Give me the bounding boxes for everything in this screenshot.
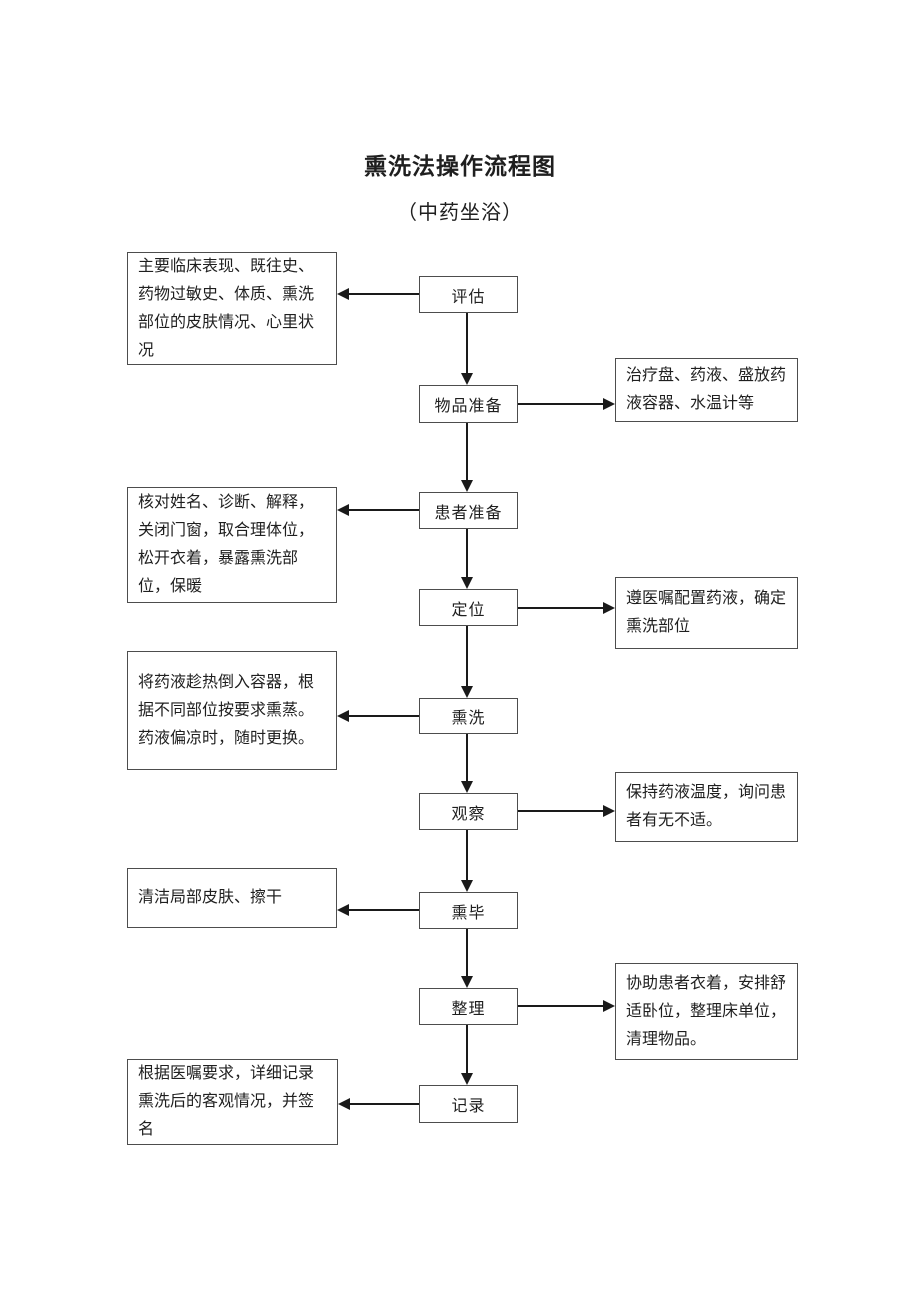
flow-step-tidy: 整理 (419, 988, 518, 1025)
connector-itemprep-patient (466, 423, 468, 481)
note-assess-details: 主要临床表现、既往史、药物过敏史、体质、熏洗部位的皮肤情况、心里状况 (127, 252, 337, 365)
arrowhead-down-icon (461, 1073, 473, 1085)
arrowhead-down-icon (461, 480, 473, 492)
note-finish-details: 清洁局部皮肤、擦干 (127, 868, 337, 928)
arrowhead-down-icon (461, 781, 473, 793)
connector-assess-itemprep (466, 313, 468, 374)
arrowhead-left-icon (338, 1098, 350, 1110)
arrowhead-left-icon (337, 504, 349, 516)
arrowhead-down-icon (461, 880, 473, 892)
arrowhead-right-icon (603, 398, 615, 410)
arrowhead-down-icon (461, 373, 473, 385)
connector-record-note (350, 1103, 419, 1105)
note-positioning-details: 遵医嘱配置药液，确定熏洗部位 (615, 577, 798, 649)
flow-step-assess: 评估 (419, 276, 518, 313)
connector-finish-tidy (466, 929, 468, 977)
arrowhead-left-icon (337, 710, 349, 722)
connector-observe-finish (466, 830, 468, 881)
flow-step-record: 记录 (419, 1085, 518, 1123)
arrowhead-right-icon (603, 805, 615, 817)
note-fumigate-details: 将药液趁热倒入容器，根据不同部位按要求熏蒸。药液偏凉时，随时更换。 (127, 651, 337, 770)
connector-observe-note (518, 810, 603, 812)
connector-tidy-note (518, 1005, 603, 1007)
connector-assess-note (349, 293, 419, 295)
arrowhead-right-icon (603, 602, 615, 614)
connector-itemprep-note (518, 403, 603, 405)
connector-positioning-note (518, 607, 603, 609)
page-subtitle: （中药坐浴） (397, 202, 523, 224)
note-tidy-details: 协助患者衣着，安排舒适卧位，整理床单位，清理物品。 (615, 963, 798, 1060)
note-patient-details: 核对姓名、诊断、解释，关闭门窗，取合理体位，松开衣着，暴露熏洗部位，保暖 (127, 487, 337, 603)
note-record-details: 根据医嘱要求，详细记录熏洗后的客观情况，并签名 (127, 1059, 338, 1145)
flow-step-finish: 熏毕 (419, 892, 518, 929)
note-item-prep-details: 治疗盘、药液、盛放药液容器、水温计等 (615, 358, 798, 422)
connector-fumigate-observe (466, 734, 468, 782)
connector-fumigate-note (349, 715, 419, 717)
note-observe-details: 保持药液温度，询问患者有无不适。 (615, 772, 798, 842)
arrowhead-down-icon (461, 577, 473, 589)
connector-patient-positioning (466, 529, 468, 578)
flow-step-fumigate: 熏洗 (419, 698, 518, 734)
connector-tidy-record (466, 1025, 468, 1074)
flow-step-observe: 观察 (419, 793, 518, 830)
connector-positioning-fumigate (466, 626, 468, 687)
flow-step-patient-prep: 患者准备 (419, 492, 518, 529)
arrowhead-left-icon (337, 288, 349, 300)
flow-step-item-prep: 物品准备 (419, 385, 518, 423)
page-title: 熏洗法操作流程图 (364, 154, 556, 179)
arrowhead-down-icon (461, 976, 473, 988)
flow-step-positioning: 定位 (419, 589, 518, 626)
arrowhead-left-icon (337, 904, 349, 916)
arrowhead-down-icon (461, 686, 473, 698)
connector-finish-note (349, 909, 419, 911)
connector-patient-note (349, 509, 419, 511)
arrowhead-right-icon (603, 1000, 615, 1012)
